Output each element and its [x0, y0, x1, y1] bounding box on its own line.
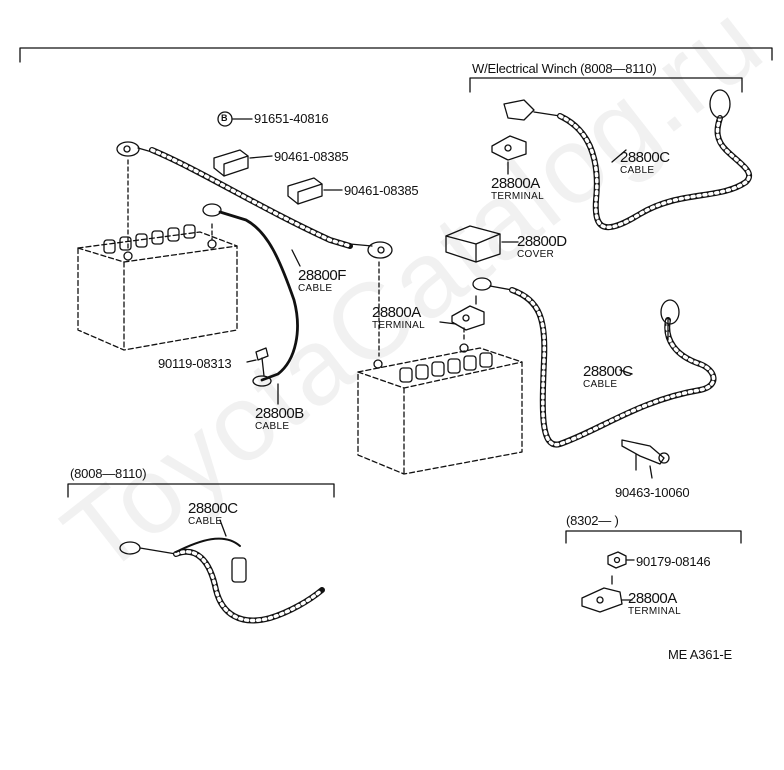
part-label: 91651-40816: [254, 111, 329, 126]
clamp-lower: [287, 177, 323, 205]
part-label: 90461-08385: [344, 183, 419, 198]
bracket-90463: [621, 439, 670, 471]
part-label: 90119-08313: [158, 356, 232, 371]
terminal-lower: [581, 575, 623, 613]
battery-center: [357, 343, 523, 475]
top-bracket: [19, 47, 773, 63]
part-label: 90463-10060: [615, 485, 690, 500]
range-a-bracket: [67, 483, 335, 498]
cable-28800B: [202, 203, 299, 387]
section-winch: W/Electrical Winch (8008—8110): [472, 61, 657, 76]
part-name: TERMINAL: [491, 191, 544, 202]
part-number: 28800A: [491, 175, 540, 192]
part-number: 28800C: [583, 363, 633, 380]
part-label: 90461-08385: [274, 149, 349, 164]
part-number: 28800D: [517, 233, 567, 250]
part-number: 28800B: [255, 405, 304, 422]
part-number: 28800C: [620, 149, 670, 166]
part-number: 28800A: [372, 304, 421, 321]
part-number: 28800F: [298, 267, 346, 284]
cable-28800F: [116, 141, 393, 259]
battery-left: [77, 224, 238, 351]
part-name: CABLE: [298, 283, 333, 294]
range-b-bracket: [565, 530, 742, 544]
winch-bracket: [469, 77, 743, 93]
cable-28800C-winch: [503, 89, 753, 231]
cable-28800C-lower: [119, 537, 325, 624]
terminal-winch: [491, 135, 527, 161]
section-range-b: (8302— ): [566, 513, 619, 528]
part-name: CABLE: [583, 379, 618, 390]
part-number: 28800C: [188, 500, 238, 517]
part-name: TERMINAL: [628, 606, 681, 617]
section-range-a: (8008—8110): [70, 466, 147, 481]
terminal-center: [451, 295, 485, 331]
part-name: CABLE: [188, 516, 223, 527]
part-name: CABLE: [620, 165, 655, 176]
nut-90179: [607, 551, 627, 569]
part-name: COVER: [517, 249, 555, 260]
clamp-upper: [213, 111, 249, 177]
figure-code: ME A361-E: [668, 647, 732, 662]
bolt-badge: B: [221, 113, 228, 123]
part-label: 90179-08146: [636, 554, 711, 569]
cable-28800C-center: [472, 277, 717, 448]
bolt-90119: [246, 347, 269, 377]
cover-28800D: [445, 225, 501, 263]
part-name: CABLE: [255, 421, 290, 432]
part-name: TERMINAL: [372, 320, 425, 331]
part-number: 28800A: [628, 590, 677, 607]
